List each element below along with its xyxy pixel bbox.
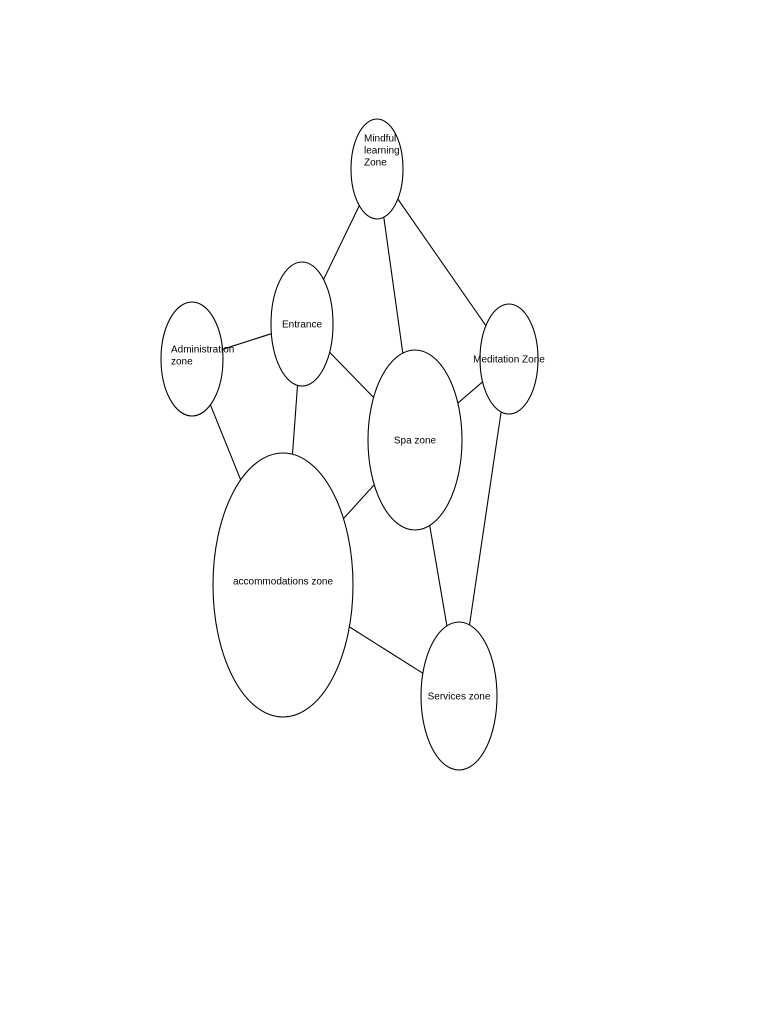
node-accommodations-label: accommodations zone [233,577,333,588]
node-meditation-label: Meditation Zone [473,355,545,366]
edge-entrance-spa [329,351,374,398]
edge-spa-services [429,525,448,626]
node-services: Services zone [420,621,498,771]
node-mindful-label: Mindful [364,134,396,145]
edge-entrance-accommodations [291,385,299,455]
node-admin-shape [160,301,224,417]
edge-mindful-spa [383,217,404,354]
edge-admin-entrance [222,333,272,350]
node-accommodations: accommodations zone [212,452,354,718]
node-entrance-shape [270,261,334,387]
node-services-shape [420,621,498,771]
node-mindful-label: Zone [364,158,387,169]
node-meditation: Meditation Zone [473,303,545,415]
edge-mindful-meditation [397,198,487,327]
node-admin-label: Administration [171,345,234,356]
node-accommodations-shape [212,452,354,718]
edge-spa-meditation [457,381,483,404]
edges-layer [209,198,502,674]
node-spa-shape [367,349,463,531]
node-mindful-label: learning [364,146,400,157]
edge-mindful-entrance [323,205,360,280]
node-services-label: Services zone [428,692,491,703]
node-meditation-shape [479,303,539,415]
node-spa: Spa zone [367,349,463,531]
node-entrance: Entrance [270,261,334,387]
edge-spa-accommodations [343,484,375,519]
edge-accommodations-services [349,626,424,674]
edge-admin-accommodations [209,404,242,481]
node-mindful-shape [350,118,404,220]
edge-meditation-services [468,411,502,625]
nodes-layer: MindfullearningZoneEntranceAdministratio… [160,118,545,771]
node-admin-label: zone [171,357,193,368]
node-spa-label: Spa zone [394,436,437,447]
node-entrance-label: Entrance [282,320,322,331]
